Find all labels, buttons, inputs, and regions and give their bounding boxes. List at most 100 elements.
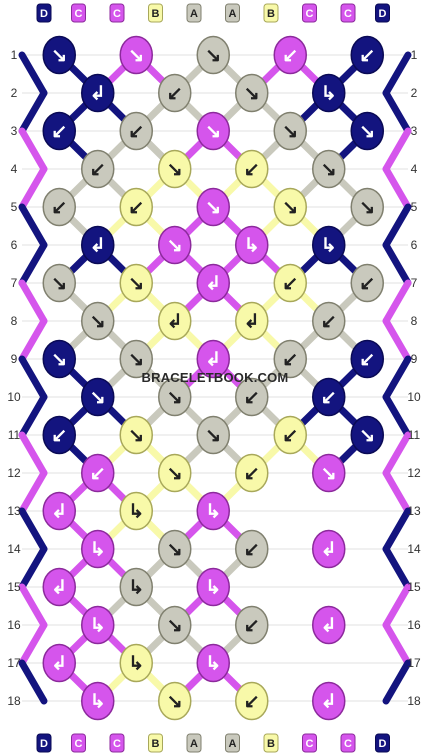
knot-ellipse xyxy=(350,111,384,151)
knot-direction-arrow: ↙ xyxy=(51,198,67,219)
knot-direction-arrow: ↙ xyxy=(359,46,375,67)
knot-direction-arrow: ↘ xyxy=(321,160,337,181)
knot-direction-arrow: ↙ xyxy=(282,426,298,447)
top-string-letter: C xyxy=(75,8,83,20)
right-edge-strand xyxy=(382,545,412,591)
knot-ellipse xyxy=(273,415,307,455)
knot-ellipse xyxy=(81,301,115,341)
row-number-right: 15 xyxy=(407,580,421,594)
knot-direction-arrow: ↘ xyxy=(51,350,67,371)
left-edge-strand xyxy=(18,51,48,97)
knot-ellipse xyxy=(273,339,307,379)
knot-ellipse xyxy=(158,605,192,645)
knot: ↘ xyxy=(158,149,192,189)
knot-ellipse xyxy=(350,339,384,379)
knot: ↘ xyxy=(196,35,230,75)
knot-direction-arrow: ↘ xyxy=(51,274,67,295)
row-number-left: 16 xyxy=(7,618,21,632)
knot-ellipse xyxy=(119,567,153,607)
bottom-string-letter: C xyxy=(113,738,121,750)
knot: ↘ xyxy=(312,453,346,493)
knot-direction-arrow: ↘ xyxy=(167,616,183,637)
right-edge-strand xyxy=(382,317,412,363)
knot: ↳ xyxy=(119,643,153,683)
knot: ↲ xyxy=(235,301,269,341)
knot-direction-arrow: ↙ xyxy=(244,160,260,181)
knot-ellipse xyxy=(42,567,76,607)
left-edge-strand xyxy=(18,583,48,629)
knot-ellipse xyxy=(119,339,153,379)
knot: ↲ xyxy=(196,263,230,303)
knot-direction-arrow: ↙ xyxy=(244,692,260,713)
knot-ellipse xyxy=(81,149,115,189)
knot-direction-arrow: ↲ xyxy=(321,540,337,561)
row-number-left: 10 xyxy=(7,390,21,404)
top-string-tab xyxy=(375,3,390,23)
right-edge-strand xyxy=(382,507,412,553)
knot-direction-arrow: ↙ xyxy=(90,160,106,181)
knot-ellipse xyxy=(312,73,346,113)
bottom-string-tab xyxy=(186,733,202,753)
row-number-right: 3 xyxy=(411,124,418,138)
top-string-tab xyxy=(263,3,279,23)
knot-direction-arrow: ↲ xyxy=(51,502,67,523)
knot-direction-arrow: ↲ xyxy=(244,312,260,333)
knot-ellipse xyxy=(196,643,230,683)
knot-direction-arrow: ↘ xyxy=(90,312,106,333)
knot-direction-arrow: ↲ xyxy=(167,312,183,333)
knot-direction-arrow: ↘ xyxy=(128,426,144,447)
bottom-string-tab xyxy=(225,733,240,753)
knot: ↘ xyxy=(312,149,346,189)
knot-direction-arrow: ↙ xyxy=(128,198,144,219)
row-number-left: 17 xyxy=(7,656,21,670)
bottom-string-letter: A xyxy=(190,738,198,750)
knot-direction-arrow: ↘ xyxy=(128,350,144,371)
knot-direction-arrow: ↙ xyxy=(244,616,260,637)
knot-direction-arrow: ↳ xyxy=(128,502,144,523)
knot-direction-arrow: ↙ xyxy=(321,388,337,409)
left-edge-strand xyxy=(18,317,48,363)
bottom-string-letter: B xyxy=(267,738,275,750)
knot-direction-arrow: ↲ xyxy=(51,578,67,599)
knot-ellipse xyxy=(42,263,76,303)
knot-ellipse xyxy=(119,415,153,455)
knot: ↙ xyxy=(273,263,307,303)
knot: ↘ xyxy=(81,377,115,417)
knot-ellipse xyxy=(312,681,346,721)
knot: ↲ xyxy=(42,567,76,607)
bottom-string-letter: C xyxy=(75,738,83,750)
knot-direction-arrow: ↙ xyxy=(90,464,106,485)
knot: ↙ xyxy=(42,415,76,455)
top-string-letter: D xyxy=(40,8,48,20)
knot-ellipse xyxy=(158,149,192,189)
top-string-tab xyxy=(36,3,52,23)
knot: ↘ xyxy=(158,225,192,265)
knot-ellipse xyxy=(81,681,115,721)
bottom-string-letter: B xyxy=(152,738,160,750)
knot: ↳ xyxy=(196,643,230,683)
left-edge-strand xyxy=(18,89,48,135)
knot: ↙ xyxy=(119,187,153,227)
left-edge-strand xyxy=(18,393,48,439)
left-edge-strand xyxy=(18,279,48,325)
knot-direction-arrow: ↙ xyxy=(128,122,144,143)
knot-direction-arrow: ↘ xyxy=(205,198,221,219)
row-number-right: 1 xyxy=(411,48,418,62)
knot-direction-arrow: ↙ xyxy=(51,426,67,447)
knot-direction-arrow: ↘ xyxy=(244,84,260,105)
knot: ↙ xyxy=(350,35,384,75)
knot-ellipse xyxy=(42,339,76,379)
knot: ↘ xyxy=(158,453,192,493)
knot: ↘ xyxy=(81,301,115,341)
knot: ↙ xyxy=(235,605,269,645)
row-number-right: 4 xyxy=(411,162,418,176)
watermark-text: BRACELETBOOK.COM xyxy=(142,370,289,385)
knot-ellipse xyxy=(312,453,346,493)
knot-ellipse xyxy=(312,605,346,645)
row-number-left: 8 xyxy=(11,314,18,328)
left-edge-strand xyxy=(18,165,48,211)
knot: ↲ xyxy=(312,605,346,645)
right-edge-strand xyxy=(382,621,412,667)
right-edge-strand xyxy=(382,203,412,249)
row-number-right: 5 xyxy=(411,200,418,214)
